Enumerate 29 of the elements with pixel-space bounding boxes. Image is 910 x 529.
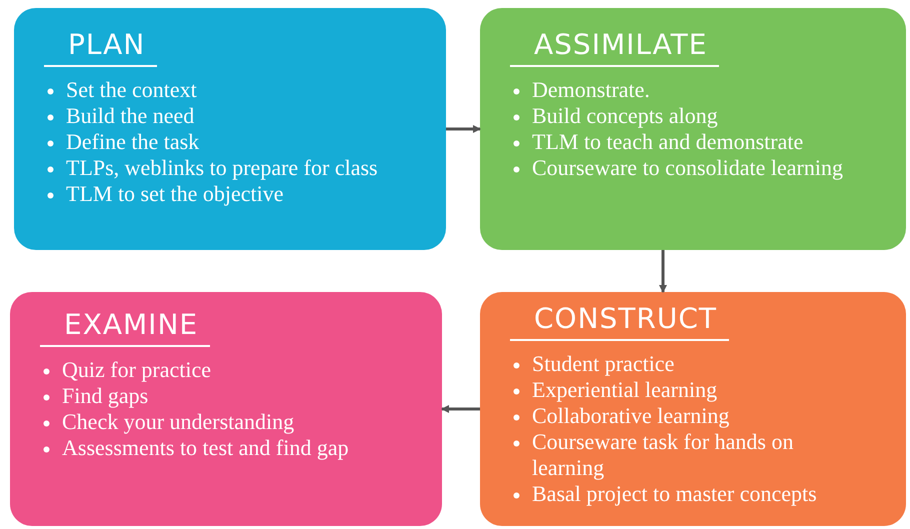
- bullet-item: Courseware to consolidate learning: [532, 155, 843, 180]
- bullet-item: TLM to set the objective: [66, 181, 284, 206]
- arrow: [659, 250, 667, 293]
- stage-card: [480, 292, 906, 526]
- bullet-item: TLPs, weblinks to prepare for class: [66, 155, 378, 180]
- bullet-item: Define the task: [66, 129, 200, 154]
- stage-card: [480, 8, 906, 250]
- arrow: [441, 405, 480, 413]
- bullet-item: Experiential learning: [532, 377, 718, 402]
- bullet-item: Assessments to test and find gap: [62, 435, 349, 460]
- bullet-item: Find gaps: [62, 383, 148, 408]
- stage-heading: ASSIMILATE: [510, 28, 720, 67]
- bullet-item: Demonstrate.: [532, 77, 650, 102]
- stage-card: [14, 8, 446, 250]
- bullet-item: Check your understanding: [62, 409, 294, 434]
- arrow: [446, 125, 481, 133]
- bullet-item: Build concepts along: [532, 103, 718, 128]
- bullet-item: TLM to teach and demonstrate: [532, 129, 804, 154]
- bullet-item: Courseware task for hands on learning: [532, 429, 794, 480]
- bullet-item: Basal project to master concepts: [532, 481, 817, 506]
- stage-heading: PLAN: [44, 28, 158, 67]
- bullet-item: Set the context: [66, 77, 197, 102]
- bullet-item: Build the need: [66, 103, 194, 128]
- stage-heading: CONSTRUCT: [510, 302, 730, 341]
- bullet-item: Collaborative learning: [532, 403, 730, 428]
- bullet-item: Quiz for practice: [62, 357, 212, 382]
- stage-card: [10, 292, 442, 526]
- bullet-item: Student practice: [532, 351, 674, 376]
- stage-heading: EXAMINE: [40, 308, 210, 347]
